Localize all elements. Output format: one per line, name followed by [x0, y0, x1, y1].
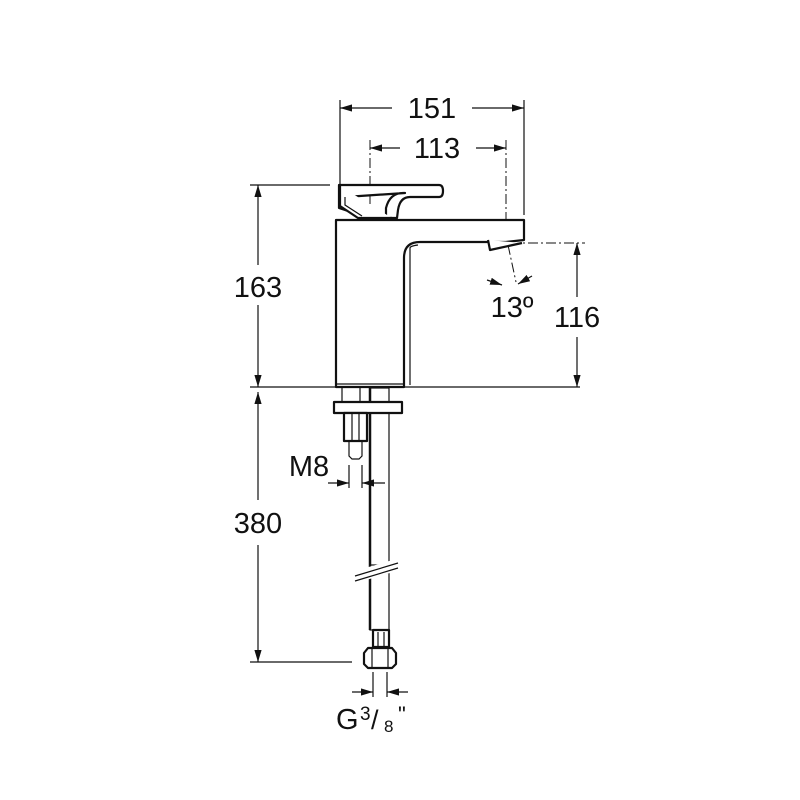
spout-angle-line — [507, 244, 517, 283]
svg-text:G: G — [336, 704, 359, 736]
dimension-151: 151 — [408, 93, 456, 125]
dimension-m8: M8 — [289, 451, 329, 483]
dimension-113: 113 — [414, 133, 460, 165]
svg-text:": " — [398, 702, 406, 727]
faucet-body — [334, 218, 526, 389]
mounting-fittings — [332, 386, 404, 460]
dimension-380: 380 — [234, 508, 282, 540]
dimension-163: 163 — [234, 272, 282, 304]
flexible-hose — [351, 387, 401, 670]
svg-text:/: / — [371, 705, 379, 735]
svg-text:8: 8 — [384, 717, 393, 736]
lever-handle — [337, 183, 445, 220]
dimension-116: 116 — [554, 302, 600, 334]
dimension-g-3-8: G 3 / 8 " — [336, 702, 406, 736]
svg-text:3: 3 — [360, 704, 371, 725]
dimension-13-degrees: 13º — [491, 292, 534, 324]
